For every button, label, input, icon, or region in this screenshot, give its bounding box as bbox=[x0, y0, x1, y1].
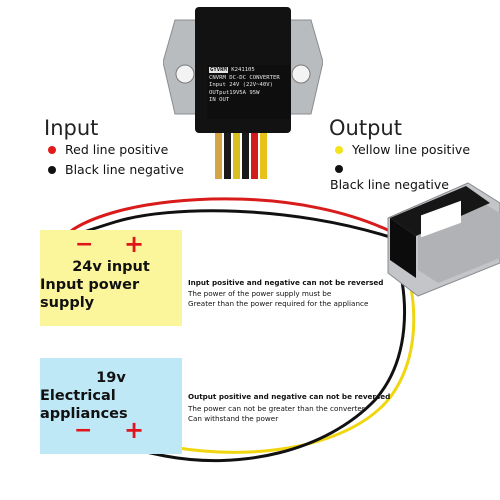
input-note-line1: The power of the power supply must be bbox=[188, 289, 332, 298]
input-minus-sign: − bbox=[75, 232, 94, 257]
output-panel-line2: Electrical appliances bbox=[40, 388, 128, 422]
black-dot-icon bbox=[335, 165, 343, 173]
yellow-dot-icon bbox=[335, 145, 343, 154]
output-panel: 19v Electrical appliances bbox=[40, 358, 182, 454]
device-label-line3: Input 24V (22V~40V) bbox=[209, 82, 273, 89]
input-positive-legend: Red line positive bbox=[48, 142, 168, 157]
converter-side-view bbox=[378, 178, 500, 298]
red-dot-icon bbox=[48, 145, 56, 154]
output-negative-dot bbox=[335, 160, 352, 178]
input-negative-legend: Black line negative bbox=[48, 162, 184, 177]
output-plus-sign: + bbox=[124, 416, 145, 444]
output-positive-legend: Yellow line positive bbox=[335, 142, 470, 157]
black-dot-icon bbox=[48, 165, 56, 174]
input-title: Input bbox=[44, 116, 99, 140]
device-label-line4: OUTput19V5A 95W bbox=[209, 89, 260, 96]
input-plus-sign: + bbox=[124, 230, 145, 258]
output-positive-label: Yellow line positive bbox=[352, 142, 471, 157]
output-negative-label: Black line negative bbox=[330, 177, 449, 192]
input-positive-label: Red line positive bbox=[65, 142, 169, 157]
converter-top-view: GYVRM K241105 CNVRM DC-DC CONVERTER Inpu… bbox=[162, 2, 324, 135]
input-panel: 24v input Input power supply bbox=[40, 230, 182, 326]
input-note-line2: Greater than the power required for the … bbox=[188, 299, 369, 308]
input-negative-label: Black line negative bbox=[65, 162, 184, 177]
output-note-title: Output positive and negative can not be … bbox=[188, 392, 391, 401]
output-note-line1: The power can not be greater than the co… bbox=[188, 404, 365, 413]
input-panel-line2: Input power supply bbox=[40, 277, 140, 311]
device-brand: GYVRM bbox=[209, 67, 228, 73]
device-label-line5: IN OUT bbox=[209, 97, 230, 104]
output-panel-line1: 19v bbox=[96, 370, 126, 386]
output-note-line2: Can withstand the power bbox=[188, 414, 279, 423]
input-note-title: Input positive and negative can not be r… bbox=[188, 278, 384, 287]
device-model: K241105 bbox=[231, 67, 255, 73]
output-title: Output bbox=[329, 116, 402, 140]
red-positive-wire bbox=[68, 197, 393, 234]
device-label-plate: GYVRM K241105 CNVRM DC-DC CONVERTER Inpu… bbox=[207, 65, 291, 119]
output-minus-sign: − bbox=[74, 418, 93, 443]
input-panel-line1: 24v input bbox=[72, 259, 150, 275]
top-device-wires bbox=[215, 133, 267, 179]
device-label-line2: CNVRM DC-DC CONVERTER bbox=[209, 74, 280, 81]
